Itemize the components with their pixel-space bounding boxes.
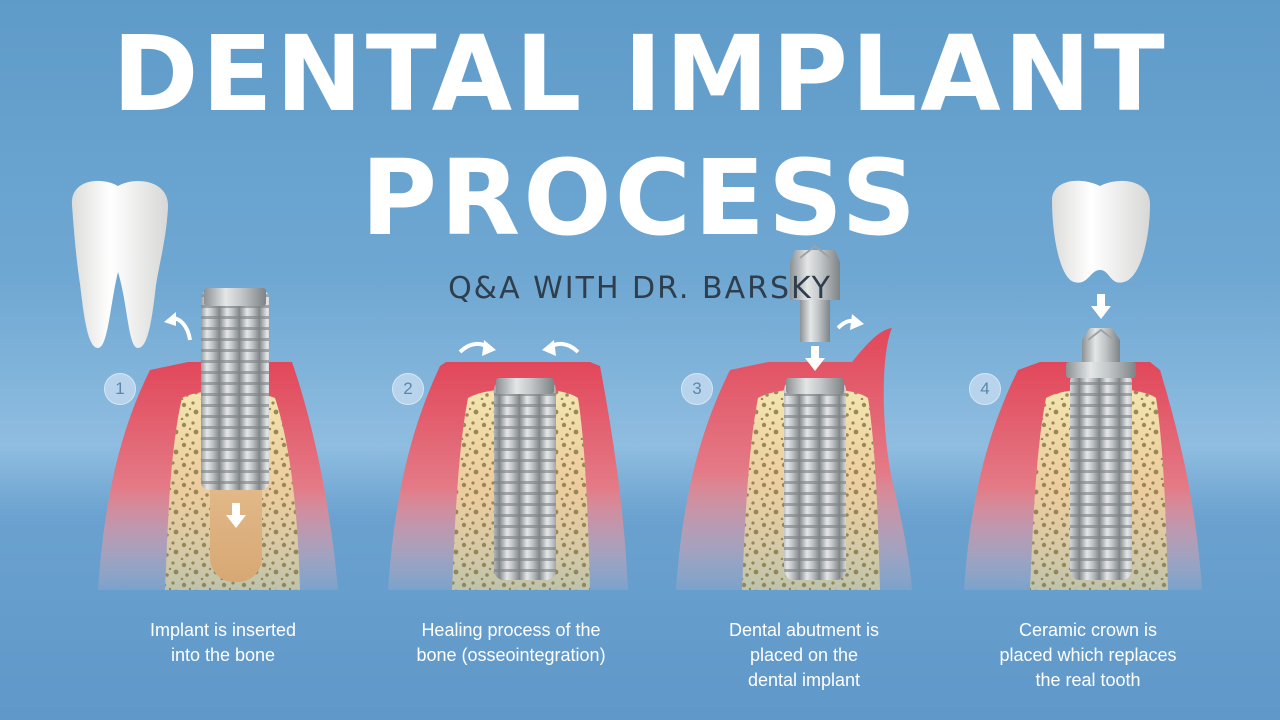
step-2-number: 2 [392, 373, 424, 405]
abutment-icon [1082, 328, 1120, 362]
implant-screw-icon [201, 288, 269, 490]
subtitle: Q&A WITH DR. BARSKY [448, 271, 832, 306]
step-2-caption: Healing process of the bone (osseointegr… [386, 618, 636, 668]
title-line-1: DENTAL IMPLANT [112, 13, 1168, 135]
step-4-caption: Ceramic crown is placed which replaces t… [963, 618, 1213, 693]
caption-line: Ceramic crown is [1018, 620, 1158, 640]
step-4-illustration [964, 180, 1202, 590]
implant-screw-icon [1066, 362, 1136, 580]
caption-line: bone (osseointegration) [416, 645, 606, 665]
step-2-illustration [388, 340, 628, 590]
step-3-number: 3 [681, 373, 713, 405]
tooth-icon [71, 180, 169, 348]
step-1-illustration [71, 180, 338, 590]
caption-line: placed which replaces [999, 645, 1177, 665]
caption-line: placed on the [749, 645, 859, 665]
step-3-illustration [676, 244, 912, 590]
caption-line: Dental abutment is [728, 620, 880, 640]
step-3-caption: Dental abutment is placed on the dental … [679, 618, 929, 693]
arrow-down-icon [1091, 294, 1111, 319]
caption-line: dental implant [747, 670, 861, 690]
implant-screw-icon [494, 378, 556, 580]
caption-line: into the bone [170, 645, 276, 665]
caption-line: Implant is inserted [149, 620, 297, 640]
step-1-number: 1 [104, 373, 136, 405]
step-1-caption: Implant is inserted into the bone [98, 618, 348, 668]
arrow-down-icon [226, 503, 246, 528]
caption-line: the real tooth [1035, 670, 1141, 690]
step-4-number: 4 [969, 373, 1001, 405]
caption-line: Healing process of the [421, 620, 601, 640]
abutment-icon [790, 244, 840, 342]
arrow-down-icon [805, 346, 825, 371]
crown-icon [1052, 180, 1150, 283]
implant-screw-icon [784, 378, 846, 580]
title-line-2: PROCESS [360, 137, 920, 259]
